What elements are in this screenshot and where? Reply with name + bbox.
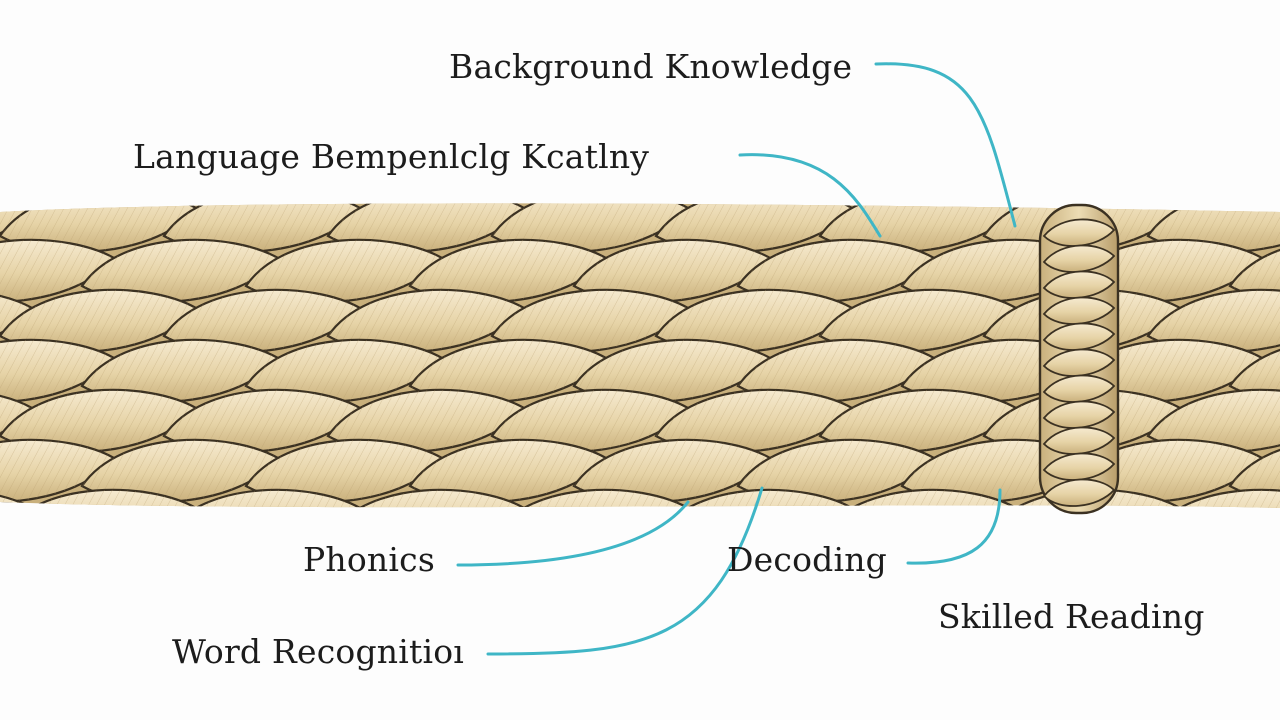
label-decoding: Decoding [727,540,887,579]
rope-strand-fiber [656,203,852,253]
label-background-knowledge: Background Knowledge [449,47,853,86]
knot-icon [1038,203,1120,515]
rope-strand-fiber [574,439,770,503]
knot-wrap [1042,478,1116,507]
rope-strand-fiber [164,203,360,253]
label-word-recognition: Word Recognitioı [172,632,465,671]
rope-strand-fiber [492,489,688,509]
rope-strand-fiber [328,389,524,453]
knot-wrap [1042,348,1116,377]
knot-wrap [1042,218,1116,247]
rope-strand-fiber [82,339,278,403]
rope-strand-fiber [328,289,524,353]
rope-strand-fiber [1148,289,1280,353]
rope-strand-fiber [738,339,934,403]
rope-strand-fiber [574,339,770,403]
rope-strand-fiber [164,389,360,453]
rope-strand-fiber [820,289,1016,353]
rope-strand-fiber [1148,389,1280,453]
rope-strand-fiber [410,339,606,403]
rope-strand-fiber [1230,339,1280,403]
knot-wrap [1042,400,1116,429]
label-language-structure: Language Bempenlclg Kcatlny [133,137,650,176]
leader-line-language-structure [738,153,882,238]
rope-strand-fiber [328,489,524,509]
knot-wrap [1042,322,1116,351]
leader-line-decoding [906,488,1002,565]
rope-strand-fiber [738,239,934,303]
rope-strand-fiber [82,439,278,503]
rope-strand-fiber [1230,239,1280,303]
label-skilled-reading: Skilled Reading [938,597,1205,636]
rope-strand-fiber [1230,439,1280,503]
rope-strand-fiber [410,239,606,303]
rope-strand-fiber [410,439,606,503]
leader-line-background-knowledge [874,62,1017,228]
label-phonics: Phonics [303,540,435,579]
rope-strand-fiber [0,439,114,503]
rope-strand-fiber [164,489,360,509]
rope-strand-fiber [656,389,852,453]
knot-wrap [1042,426,1116,455]
rope-strand-fiber [246,239,442,303]
rope-strand-fiber [656,289,852,353]
rope-strand-fiber [246,339,442,403]
rope-strand-fiber [820,389,1016,453]
rope-strand-fiber [492,389,688,453]
rope-strand-fiber [328,203,524,253]
leader-line-word-recognition [486,486,764,656]
rope-strand-fiber [82,239,278,303]
rope-strand-fiber [656,489,852,509]
rope-strand-fiber [1148,489,1280,509]
knot-wrap [1042,296,1116,325]
rope-strand-fiber [0,389,196,453]
knot-wrap [1042,452,1116,481]
rope-strand-fiber [0,289,196,353]
rope-strand-fiber [0,239,114,303]
rope-strand-fiber [492,203,688,253]
knot-wrap [1042,374,1116,403]
rope-strand-fiber [164,289,360,353]
knot-wrap [1042,244,1116,273]
knot-wrap [1042,270,1116,299]
leader-line-phonics [456,500,690,567]
rope-strand-fiber [574,239,770,303]
rope-strand-fiber [246,439,442,503]
rope-strand-fiber [0,339,114,403]
rope-strand-fiber [492,289,688,353]
rope-strand-fiber [738,439,934,503]
